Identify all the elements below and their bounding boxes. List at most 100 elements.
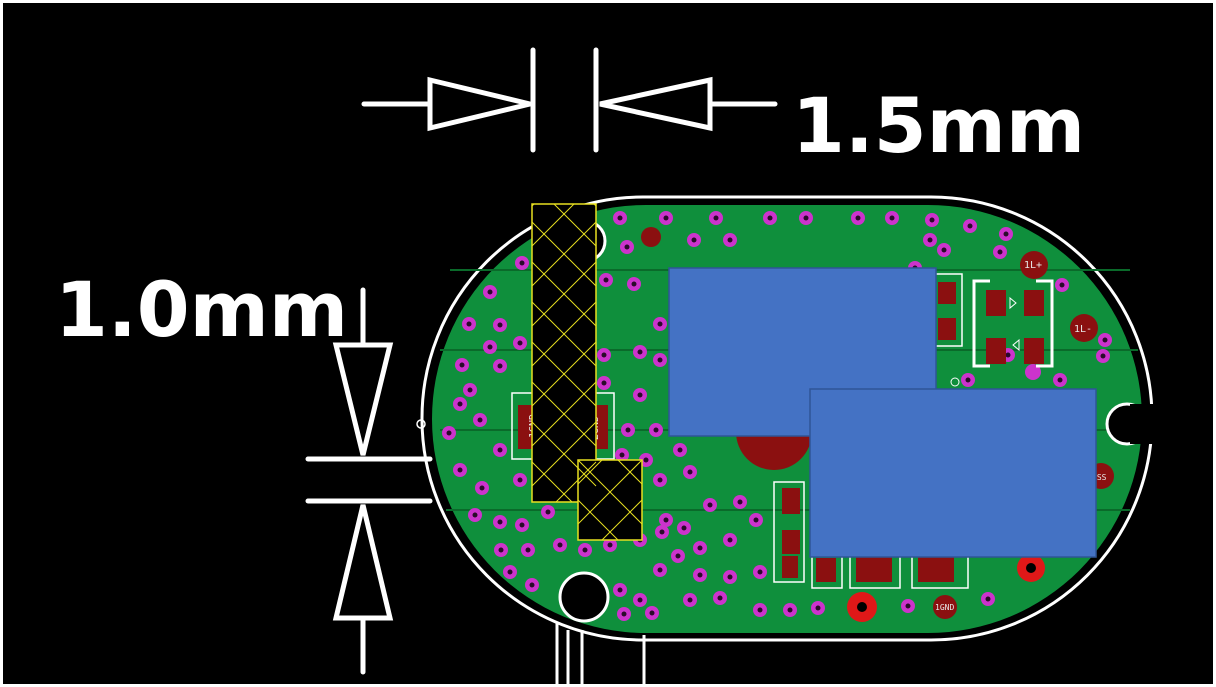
hatch-line: [577, 459, 603, 485]
via-drill: [457, 467, 463, 473]
label-bottom-gnd: 1GND: [935, 603, 954, 612]
via-drill: [675, 553, 681, 559]
via-drill: [855, 215, 861, 221]
via-drill: [681, 525, 687, 531]
via-drill: [657, 321, 663, 327]
via-drill: [507, 569, 513, 575]
via-drill: [497, 447, 503, 453]
keepout-top: [531, 203, 597, 503]
pad-1l-minus: [1070, 314, 1098, 342]
bottom-leads: [555, 622, 646, 687]
label-1l-plus: 1L+: [1024, 260, 1042, 271]
via-drill: [472, 512, 478, 518]
via-drill: [637, 392, 643, 398]
via-drill: [1003, 231, 1009, 237]
via-drill: [529, 582, 535, 588]
via-drill: [466, 321, 472, 327]
via-drill: [905, 603, 911, 609]
via-drill: [643, 457, 649, 463]
hatch-line: [555, 461, 597, 503]
via-drill: [687, 469, 693, 475]
via-drill: [1005, 352, 1011, 358]
via-drill: [929, 217, 935, 223]
via-drill: [663, 215, 669, 221]
via-drill: [477, 417, 483, 423]
hatch-line: [577, 459, 643, 525]
via-drill: [457, 401, 463, 407]
hatch-line: [531, 461, 573, 503]
via-drill: [625, 427, 631, 433]
via-drill: [687, 597, 693, 603]
via-drill: [691, 237, 697, 243]
via-drill: [649, 610, 655, 616]
dim-arrow-left: [427, 76, 531, 132]
via-drill: [601, 380, 607, 386]
vertical-dimension-label: 1.0mm: [55, 265, 348, 354]
label-vss: VSS: [1092, 473, 1107, 482]
via-drill: [663, 517, 669, 523]
via-drill: [767, 215, 773, 221]
via-drill: [619, 452, 625, 458]
vertical-dimension: [305, 287, 433, 675]
mounting-hole-bottom: [558, 571, 610, 623]
via-drill: [757, 607, 763, 613]
hatch-line: [531, 381, 597, 447]
hatch-line: [577, 499, 619, 541]
via-drill: [727, 237, 733, 243]
via-drill: [446, 430, 452, 436]
via-drill: [657, 567, 663, 573]
keepout-hatch: [531, 203, 643, 541]
via-drill: [653, 427, 659, 433]
origin-marker: [416, 419, 426, 429]
via-drill: [659, 529, 665, 535]
redaction-box-bottom: [809, 388, 1097, 558]
hatch-line: [617, 459, 643, 485]
via-drill: [1100, 353, 1106, 359]
via-drill: [697, 545, 703, 551]
via-drill: [624, 244, 630, 250]
via-drill: [637, 597, 643, 603]
via-drill: [803, 215, 809, 221]
horizontal-dimension-label: 1.5mm: [792, 81, 1085, 170]
via-drill: [617, 587, 623, 593]
via-drill: [941, 247, 947, 253]
via-drill: [459, 362, 465, 368]
via-drill: [479, 485, 485, 491]
via-drill: [497, 322, 503, 328]
hatch-line: [553, 203, 597, 247]
via-drill: [1102, 337, 1108, 343]
hatch-line: [531, 301, 597, 367]
via-drill: [697, 572, 703, 578]
via-drill: [498, 547, 504, 553]
via-drill: [713, 215, 719, 221]
via-drill: [787, 607, 793, 613]
via-drill: [497, 363, 503, 369]
hatch-line: [531, 421, 597, 487]
pad-1l-plus: [1020, 251, 1048, 279]
via-drill: [965, 377, 971, 383]
via-drill: [753, 517, 759, 523]
via-drill: [601, 352, 607, 358]
via-drill: [545, 509, 551, 515]
via-drill: [603, 277, 609, 283]
via-drill: [927, 237, 933, 243]
via-drill: [519, 260, 525, 266]
hatch-line: [531, 261, 597, 327]
label-1l-minus: 1L-: [1074, 324, 1092, 335]
via-drill: [487, 344, 493, 350]
keepout-bottom: [577, 459, 643, 541]
pad-bottom-gnd: [933, 595, 957, 619]
keepout-zones: [531, 203, 643, 541]
via-drill: [621, 611, 627, 617]
hatch-line: [601, 499, 643, 541]
via-drill: [1057, 377, 1063, 383]
via-drill: [517, 340, 523, 346]
via-drill: [631, 281, 637, 287]
hatch-line: [531, 203, 535, 207]
via-drill: [1059, 282, 1065, 288]
hatch-line: [593, 203, 597, 207]
via-drill: [517, 477, 523, 483]
bright-pads: [847, 364, 1045, 622]
via-drill: [617, 215, 623, 221]
